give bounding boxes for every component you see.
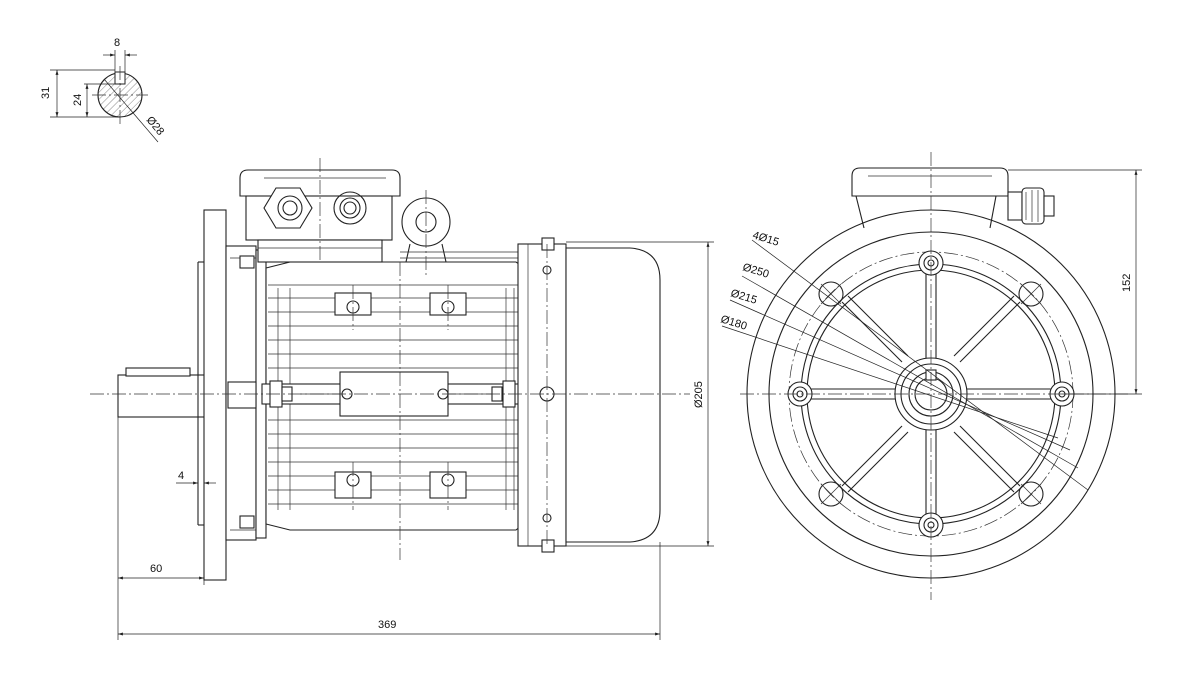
- shaft-key-height-label: 31: [40, 87, 52, 99]
- motor-front-view: 4Ø15 Ø250 Ø215 Ø180 152: [719, 152, 1142, 600]
- lifting-eye: [400, 197, 520, 263]
- bolt-circle-label: Ø215: [729, 287, 758, 306]
- flange-gap-label: 4: [178, 470, 184, 482]
- overall-length-label: 369: [378, 619, 396, 631]
- cover-spokes: [809, 272, 1053, 516]
- flange-bolt-holes: [818, 281, 1044, 507]
- body-diameter-label: Ø205: [693, 381, 705, 408]
- key-depth-label: 24: [72, 94, 84, 106]
- fan-cover: [517, 237, 661, 553]
- key-width-label: 8: [114, 37, 120, 49]
- mounting-flange: [203, 209, 227, 581]
- motor-side-view: 4 60 369 Ø205: [90, 158, 714, 640]
- shaft-diameter-label: Ø28: [144, 114, 167, 138]
- shaft-length-label: 60: [150, 563, 162, 575]
- bolt-holes-label: 4Ø15: [751, 229, 780, 248]
- shaft-section-detail: 8 31 24 Ø28: [40, 37, 167, 143]
- shaft: [117, 374, 207, 418]
- center-height-label: 152: [1121, 274, 1133, 292]
- cover-bosses: [787, 250, 1075, 538]
